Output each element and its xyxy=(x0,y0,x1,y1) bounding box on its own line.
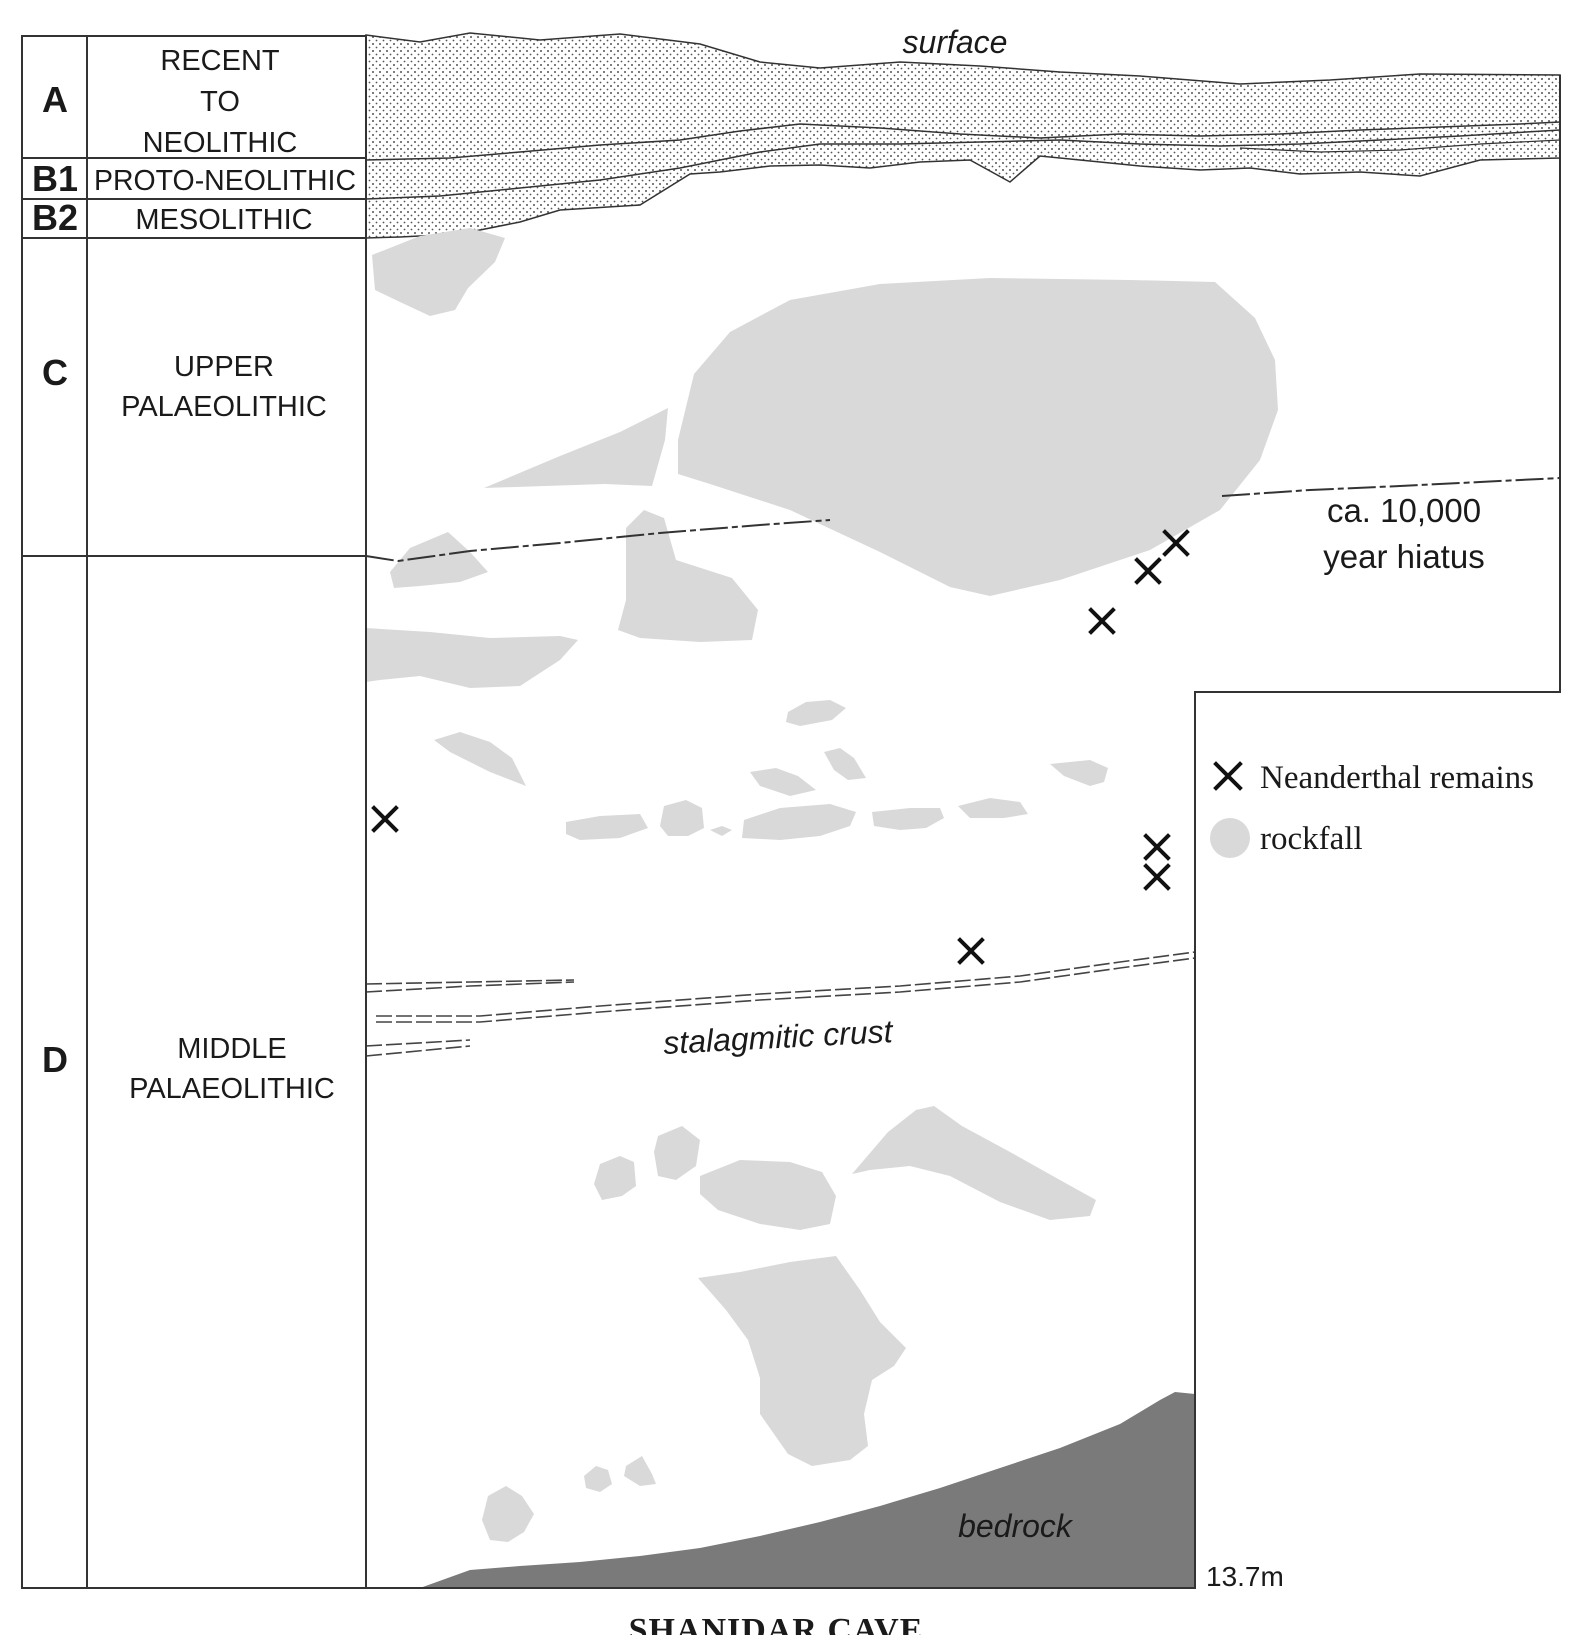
rockfall-block xyxy=(678,278,1278,596)
legend-neanderthal-text: Neanderthal remains xyxy=(1260,760,1534,796)
layer-letter-b2: B2 xyxy=(32,197,78,238)
legend-rockfall-swatch xyxy=(1210,818,1250,858)
rockfall-block xyxy=(750,768,816,796)
rockfall-block xyxy=(566,814,648,840)
legend: Neanderthal remains rockfall xyxy=(1210,760,1534,858)
neanderthal-marker xyxy=(1162,529,1190,557)
rockfall-block xyxy=(852,1106,1096,1220)
rockfall-block xyxy=(824,748,866,780)
surface-label: surface xyxy=(903,24,1008,60)
rockfall-block xyxy=(372,228,505,316)
rockfall-block xyxy=(482,1486,534,1542)
rockfall-block xyxy=(872,808,944,830)
hiatus-line xyxy=(365,477,1561,563)
layer-letter-d: D xyxy=(42,1039,68,1080)
figure-title: SHANIDAR CAVE xyxy=(629,1612,924,1635)
period-a-line1: RECENT xyxy=(160,45,280,77)
sediment-boundary-a-b1 xyxy=(365,121,1561,161)
bedrock-label: bedrock xyxy=(958,1508,1074,1544)
layer-letter-b1: B1 xyxy=(32,158,78,199)
rockfall-block xyxy=(660,800,704,836)
neanderthal-marker xyxy=(1088,607,1116,635)
rockfall-block xyxy=(624,1456,656,1486)
layer-letter-a: A xyxy=(42,79,68,120)
period-a-line3: NEOLITHIC xyxy=(143,127,298,159)
period-c-line2: PALAEOLITHIC xyxy=(121,391,327,423)
rockfall-block xyxy=(700,1160,836,1230)
rockfall-block xyxy=(618,510,758,642)
rockfall-block xyxy=(958,798,1028,818)
layer-letter-c: C xyxy=(42,352,68,393)
legend-rockfall-text: rockfall xyxy=(1260,821,1363,857)
period-d-line2: PALAEOLITHIC xyxy=(129,1073,335,1105)
depth-label: 13.7m xyxy=(1206,1561,1284,1592)
period-a-line2: TO xyxy=(200,86,240,118)
rockfall-block xyxy=(698,1256,906,1466)
rockfall-block xyxy=(390,532,488,588)
stalagmitic-crust-label: stalagmitic crust xyxy=(662,1013,894,1061)
neanderthal-marker xyxy=(1143,863,1171,891)
rockfall-block xyxy=(366,628,578,688)
rockfall-block xyxy=(654,1126,700,1180)
bedrock xyxy=(420,1392,1195,1588)
upper-sediment-stipple xyxy=(365,32,1561,239)
rockfall-block xyxy=(434,732,526,786)
neanderthal-marker xyxy=(1143,833,1171,861)
rockfall-blocks xyxy=(366,228,1278,1542)
neanderthal-markers xyxy=(371,529,1190,965)
sediment-boundary-b1-b2 xyxy=(365,129,1561,200)
period-d-line1: MIDDLE xyxy=(177,1033,287,1065)
rockfall-block xyxy=(742,804,856,840)
period-c-line1: UPPER xyxy=(174,351,274,383)
hiatus-label-line1: ca. 10,000 xyxy=(1327,492,1481,529)
period-b2: MESOLITHIC xyxy=(135,204,312,236)
rockfall-block xyxy=(1050,760,1108,786)
section-frame xyxy=(21,35,1561,1589)
neanderthal-marker xyxy=(957,937,985,965)
stalagmitic-crust-lines xyxy=(365,951,1196,1057)
hiatus-label-line2: year hiatus xyxy=(1323,538,1484,575)
sediment-boundary-lower xyxy=(1239,139,1561,153)
rockfall-block xyxy=(484,408,668,488)
period-b1: PROTO-NEOLITHIC xyxy=(94,165,356,197)
neanderthal-marker xyxy=(1134,557,1162,585)
neanderthal-marker xyxy=(371,805,399,833)
rockfall-block xyxy=(594,1156,636,1200)
rockfall-block xyxy=(584,1466,612,1492)
rockfall-block xyxy=(710,826,732,836)
rockfall-block xyxy=(786,700,846,726)
legend-neanderthal-icon xyxy=(1213,761,1243,791)
